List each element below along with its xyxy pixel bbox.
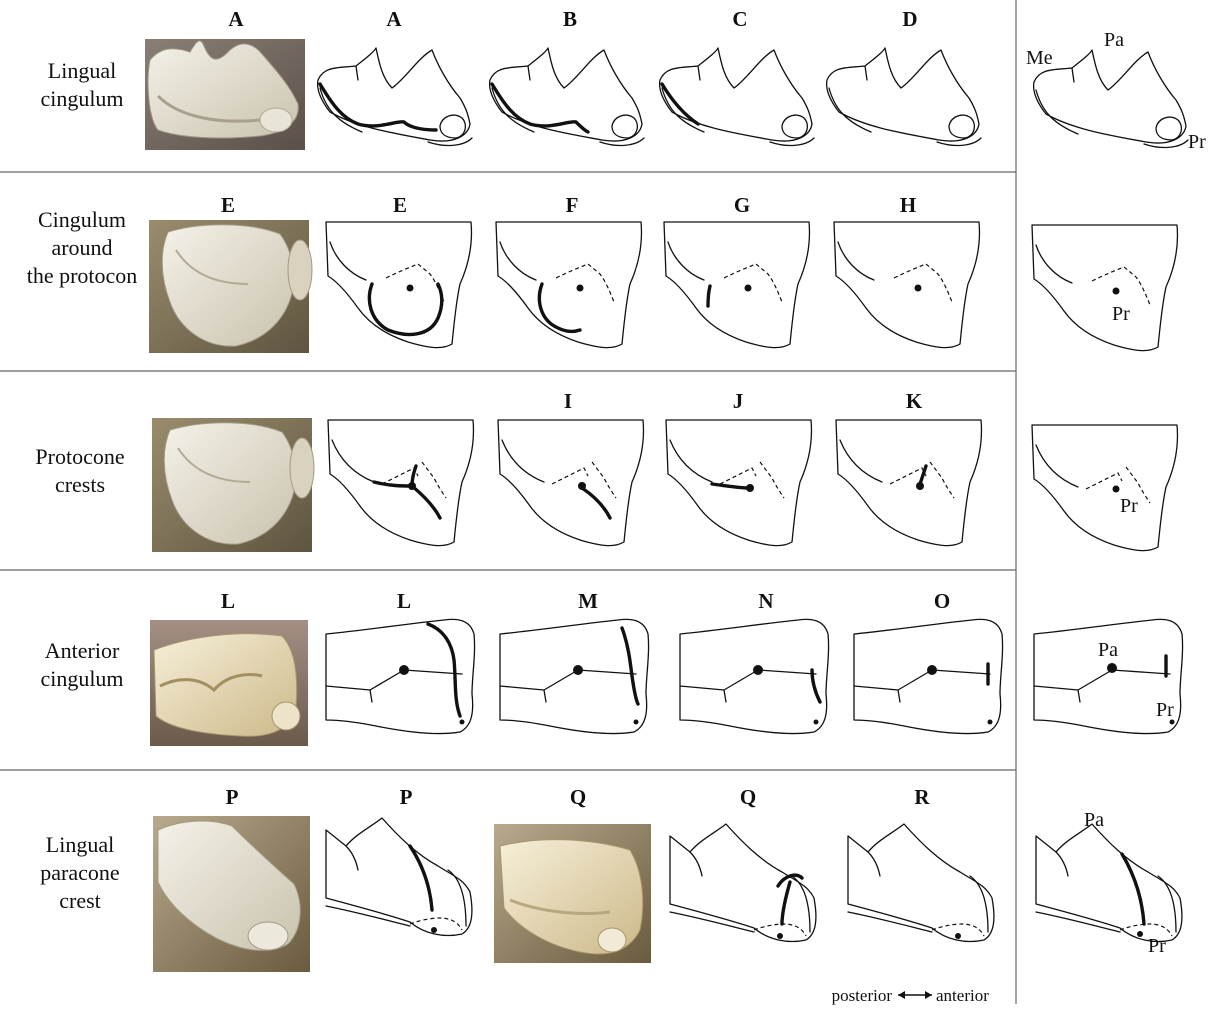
drawing-f [496, 222, 642, 348]
drawing-label: L [397, 589, 411, 613]
drawing-label: R [914, 785, 930, 809]
reference-row1 [1034, 50, 1188, 147]
drawing-protocone-crests-full [328, 420, 474, 546]
drawing-label: M [578, 589, 598, 613]
drawing-label: C [732, 7, 747, 31]
photo-lingual-paracone-crest-p [153, 816, 310, 972]
row-title-line: Anterior [45, 638, 120, 663]
drawing-c [660, 48, 814, 145]
drawing-h [834, 222, 980, 348]
anterior-label: anterior [936, 986, 989, 1005]
row-title-line: cingulum [40, 666, 123, 691]
drawing-e [326, 222, 472, 348]
row-title-line: Protocone [35, 444, 124, 469]
drawing-label: D [902, 7, 917, 31]
row-title: Lingual paracone crest [40, 832, 119, 913]
drawing-label: F [566, 193, 579, 217]
drawing-label: P [400, 785, 413, 809]
photo-label: L [221, 589, 235, 613]
drawing-p [326, 818, 472, 936]
row-title-line: crest [59, 888, 101, 913]
label-paracone: Pa [1104, 29, 1124, 51]
photo-label: P [226, 785, 239, 809]
reference-row5 [1036, 824, 1182, 942]
drawing-j [666, 420, 812, 546]
row-title-line: paracone [40, 860, 119, 885]
photo-label: E [221, 193, 235, 217]
drawing-l [326, 619, 475, 733]
drawing-b [490, 48, 644, 145]
drawing-i [498, 420, 644, 546]
drawing-m [500, 619, 649, 733]
row-title-line: the protocon [27, 263, 138, 288]
reference-row3 [1032, 425, 1178, 551]
drawing-label: Q [740, 785, 756, 809]
drawing-k [836, 420, 982, 546]
drawing-label: N [758, 589, 773, 613]
photo-lingual-paracone-crest-q [494, 824, 651, 963]
photo-lingual-cingulum [145, 39, 305, 150]
drawing-n [680, 619, 829, 733]
double-arrow-icon [898, 991, 932, 999]
drawing-d [827, 48, 981, 145]
drawing-a [318, 48, 472, 145]
drawing-o [854, 619, 1003, 733]
drawing-r [848, 824, 994, 942]
row-title-line: Lingual [46, 832, 114, 857]
drawing-label: Q [570, 785, 586, 809]
label-protocone: Pr [1148, 935, 1166, 957]
label-protocone: Pr [1156, 699, 1174, 721]
reference-row2 [1032, 225, 1178, 351]
label-paracone: Pa [1084, 809, 1104, 831]
label-paracone: Pa [1098, 639, 1118, 661]
drawing-label: H [900, 193, 916, 217]
photo-cingulum-protocone [149, 220, 312, 353]
drawing-g [664, 222, 810, 348]
label-protocone: Pr [1188, 131, 1206, 153]
drawing-label: O [934, 589, 950, 613]
photo-anterior-cingulum [150, 620, 308, 746]
row-title-line: crests [55, 472, 105, 497]
photo-protocone-crests [152, 418, 314, 552]
row-title-line: around [51, 235, 112, 260]
posterior-label: posterior [832, 986, 893, 1005]
label-protocone: Pr [1112, 303, 1130, 325]
row-title-line: Lingual [48, 58, 116, 83]
row-title: Anterior cingulum [40, 638, 123, 691]
drawing-label: G [734, 193, 750, 217]
drawing-label: I [564, 389, 572, 413]
label-metacone: Me [1026, 47, 1053, 69]
drawing-label: B [563, 7, 577, 31]
row-title-line: cingulum [40, 86, 123, 111]
drawing-label: K [906, 389, 923, 413]
photo-label: A [228, 7, 244, 31]
label-protocone: Pr [1120, 495, 1138, 517]
row-title-line: Cingulum [38, 207, 126, 232]
row-title: Lingual cingulum [40, 58, 123, 111]
drawing-label: A [386, 7, 402, 31]
row-title: Cingulum around the protocon [27, 207, 138, 288]
row-title: Protocone crests [35, 444, 124, 497]
drawing-q [670, 824, 816, 942]
drawing-label: J [733, 389, 744, 413]
drawing-label: E [393, 193, 407, 217]
